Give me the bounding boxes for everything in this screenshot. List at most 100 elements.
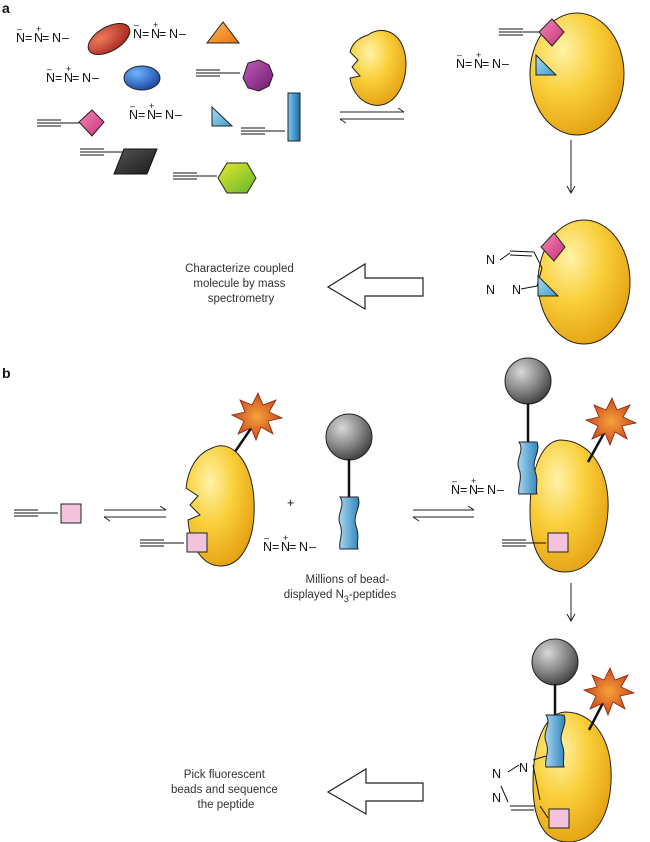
azide-atom: N — [133, 27, 142, 41]
positive-charge: + — [476, 50, 481, 60]
protein-body — [529, 439, 609, 573]
azide-atom: = — [477, 483, 484, 497]
azide-group: N=N=N––+ — [263, 533, 316, 554]
azide-atom: = — [142, 27, 149, 41]
azide-atom: N — [34, 31, 43, 45]
positive-charge: + — [149, 101, 154, 111]
labeled-protein — [140, 392, 284, 567]
positive-charge: + — [471, 476, 476, 486]
protein-body — [532, 711, 612, 842]
panel-b-label: b — [2, 365, 11, 381]
negative-charge: – — [47, 64, 52, 74]
azide-atom: N — [263, 540, 272, 554]
alkyne-group — [499, 28, 543, 36]
triazole-n2: N — [492, 767, 501, 781]
free-protein — [349, 30, 407, 106]
azide-atom: = — [460, 483, 467, 497]
azide-atom: – — [92, 71, 99, 85]
pink-diamond — [538, 18, 565, 47]
dark-parallelogram — [113, 148, 158, 175]
cyan-triangle — [535, 53, 558, 76]
triazole-n3: N — [492, 791, 501, 805]
azide-atom: N — [64, 71, 73, 85]
alkyne-group — [14, 509, 58, 517]
azide-atom: = — [159, 27, 166, 41]
alkyne-pink-square-probe — [14, 503, 82, 524]
azide-atom: N — [169, 27, 178, 41]
pink-diamond — [78, 109, 105, 137]
positive-charge: + — [153, 20, 158, 30]
negative-charge: – — [264, 533, 269, 543]
negative-charge: – — [130, 101, 135, 111]
azide-atom: N — [487, 483, 496, 497]
alkyne-dark-parallelogram-probe — [80, 148, 158, 175]
cyan-triangle — [537, 274, 560, 297]
protein-triazole-product: N N N — [486, 219, 631, 345]
azide-atom: N — [147, 108, 156, 122]
caption-bead: Millions of bead- displayed N3-peptides — [284, 574, 397, 604]
alkyne-blue-rect-probe — [241, 92, 301, 142]
azide-blue-ellipse-probe: N=N=N––+ — [46, 64, 161, 91]
purple-octagon — [242, 59, 274, 92]
azide-atom: – — [62, 31, 69, 45]
pink-square — [60, 503, 82, 524]
azide-atom: N — [474, 57, 483, 71]
orange-triangle — [205, 21, 241, 44]
pink-square — [547, 532, 569, 553]
azide-atom: N — [82, 71, 91, 85]
azide-group: N=N=N––+ — [451, 476, 504, 497]
protein-body — [349, 30, 407, 106]
equilibrium-arrows-b2 — [412, 505, 475, 522]
negative-charge: – — [457, 50, 462, 60]
azide-atom: = — [155, 108, 162, 122]
azide-atom: – — [179, 27, 186, 41]
down-arrow-b — [566, 583, 576, 623]
alkyne-group — [196, 69, 240, 77]
triazole-n1: N — [519, 761, 528, 775]
azide-atom: N — [129, 108, 138, 122]
triazole-ring — [500, 755, 549, 819]
bead-peptide: N=N=N––+ — [263, 413, 373, 554]
green-hexagon — [217, 162, 257, 194]
caption-b: Pick fluorescent beads and sequence the … — [171, 769, 281, 811]
caption-a: Characterize coupled molecule by mass sp… — [185, 263, 297, 305]
azide-atom: – — [309, 540, 316, 554]
alkyne-purple-octagon-probe — [196, 59, 274, 92]
azide-atom: N — [151, 27, 160, 41]
alkyne-group — [80, 148, 124, 156]
azide-atom: = — [272, 540, 279, 554]
triazole-n1: N — [486, 253, 495, 267]
red-ellipse — [87, 23, 131, 55]
triazole-n3: N — [512, 283, 521, 297]
plus-sign: + — [287, 496, 294, 510]
grey-bead — [325, 413, 373, 461]
big-left-arrow-a — [326, 262, 424, 311]
azide-atom: = — [465, 57, 472, 71]
positive-charge: + — [283, 533, 288, 543]
grey-bead — [531, 638, 579, 686]
complex-after-coupling: N N N — [492, 638, 636, 842]
negative-charge: – — [134, 20, 139, 30]
pink-square — [548, 808, 570, 829]
azide-orange-triangle-probe: N=N=N––+ — [133, 20, 241, 44]
azide-atom: – — [175, 108, 182, 122]
azide-atom: = — [72, 71, 79, 85]
protein-bound-pair: N=N=N––+ — [456, 12, 625, 136]
pink-diamond — [540, 232, 566, 262]
azide-atom: = — [289, 540, 296, 554]
alkyne-group — [502, 539, 546, 547]
alkyne-group — [241, 127, 285, 135]
azide-atom: = — [482, 57, 489, 71]
azide-atom: N — [451, 483, 460, 497]
negative-charge: – — [452, 476, 457, 486]
peptide — [338, 496, 360, 550]
azide-atom: = — [25, 31, 32, 45]
fluorophore — [584, 397, 638, 447]
pink-square — [186, 532, 208, 553]
azide-atom: N — [16, 31, 25, 45]
triazole-n2: N — [486, 283, 495, 297]
grey-bead — [504, 357, 552, 405]
down-arrow-a — [566, 140, 576, 195]
positive-charge: + — [36, 24, 41, 34]
